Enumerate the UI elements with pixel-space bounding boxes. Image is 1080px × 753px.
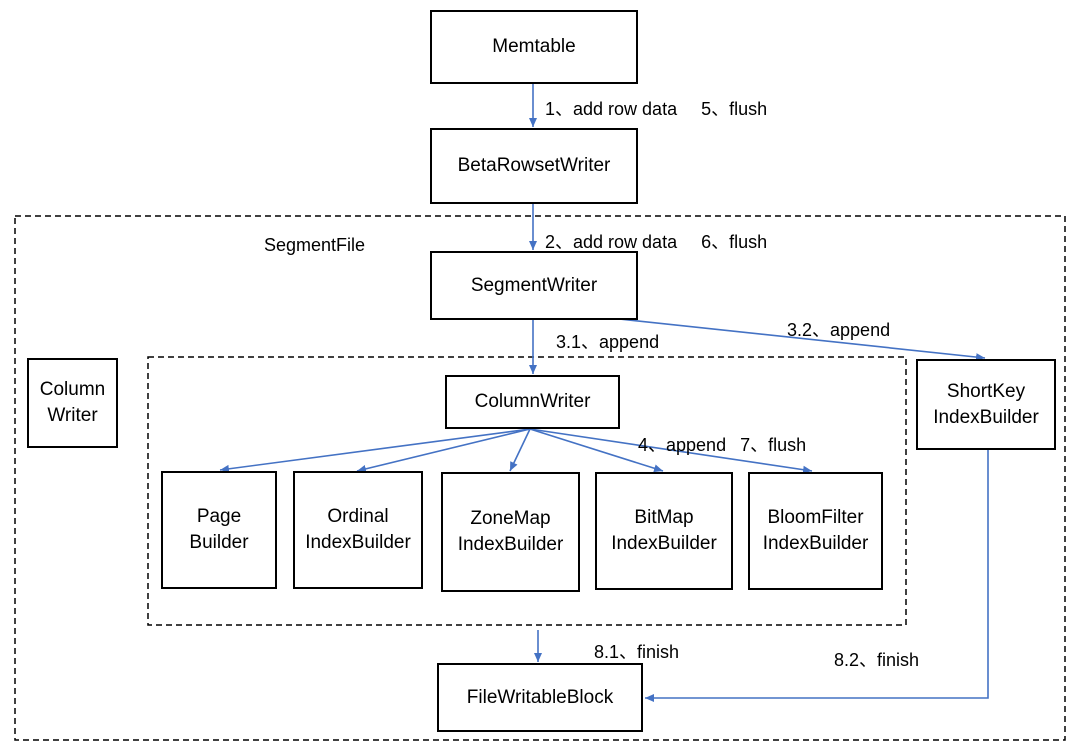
segment-writer-node: SegmentWriter <box>430 251 638 320</box>
arrow-columnwriter-to-zonemap <box>509 428 531 472</box>
step1-label: 1、add row data <box>545 99 678 119</box>
step8-1-label: 8.1、finish <box>594 642 680 662</box>
edge-label-memtable-betarowsetwriter: 1、add row data 5、flush <box>545 95 767 121</box>
bloomfilter-index-builder-node: BloomFilter IndexBuilder <box>748 472 883 590</box>
step8-2-label: 8.2、finish <box>834 650 920 670</box>
zonemap-index-builder-node: ZoneMap IndexBuilder <box>441 472 580 592</box>
step3-1-label: 3.1、append <box>556 332 660 352</box>
page-builder-node: Page Builder <box>161 471 277 589</box>
step3-2-label: 3.2、append <box>787 320 891 340</box>
column-writer-legend-line1: Column <box>39 379 106 400</box>
arrow-columnwriter-to-bloomfilter <box>529 428 813 474</box>
column-writer-boundary <box>147 356 907 626</box>
page-builder-label-line1: Page <box>196 506 242 527</box>
beta-rowset-writer-node: BetaRowsetWriter <box>430 128 638 204</box>
column-writer-node: ColumnWriter <box>445 375 620 429</box>
shortkey-label-line2: IndexBuilder <box>933 406 1039 428</box>
ordinal-label-line2: IndexBuilder <box>305 532 411 553</box>
ordinal-index-builder-node: Ordinal IndexBuilder <box>293 471 423 589</box>
segment-file-boundary <box>14 215 1066 741</box>
column-writer-legend-line2: Writer <box>47 405 98 426</box>
step7-label: 7、flush <box>740 435 807 455</box>
file-writable-block-label: FileWritableBlock <box>466 686 614 708</box>
beta-rowset-writer-label: BetaRowsetWriter <box>457 155 611 176</box>
page-builder-label-line2: Builder <box>189 532 249 553</box>
segment-writer-label: SegmentWriter <box>470 274 598 296</box>
column-writer-label: ColumnWriter <box>474 391 591 412</box>
bloomfilter-label-line1: BloomFilter <box>767 507 864 528</box>
step4-label: 4、append <box>638 435 727 455</box>
step2-label: 2、add row data <box>545 232 678 252</box>
arrow-columnwriter-to-bitmap <box>529 428 664 473</box>
memtable-label: Memtable <box>492 36 576 57</box>
column-writer-legend-node: Column Writer <box>27 358 118 448</box>
ordinal-label-line1: Ordinal <box>327 506 389 527</box>
step5-label: 5、flush <box>701 99 768 119</box>
bloomfilter-label-line2: IndexBuilder <box>762 533 869 554</box>
shortkey-label-line1: ShortKey <box>946 380 1026 402</box>
file-writable-block-node: FileWritableBlock <box>437 663 643 732</box>
arrow-segmentwriter-to-shortkey <box>609 317 986 362</box>
edge-label-betarowsetwriter-segmentwriter: 2、add row data 6、flush <box>545 228 767 254</box>
bitmap-label-line1: BitMap <box>634 507 694 528</box>
bitmap-index-builder-node: BitMap IndexBuilder <box>595 472 733 590</box>
bitmap-label-line2: IndexBuilder <box>611 533 717 554</box>
arrow-columnwriter-to-ordinal <box>356 428 531 473</box>
shortkey-index-builder-node: ShortKey IndexBuilder <box>916 359 1056 450</box>
zonemap-label-line2: IndexBuilder <box>457 534 564 555</box>
zonemap-label-line1: ZoneMap <box>470 508 551 529</box>
step6-label: 6、flush <box>701 232 768 252</box>
segment-file-label: SegmentFile <box>264 235 366 255</box>
memtable-node: Memtable <box>430 10 638 84</box>
arrow-columnwriter-to-page-builder <box>219 428 531 473</box>
edge-label-columnwriter-builders: 4、append 7、flush <box>638 431 806 457</box>
arrow-shortkey-to-filewritableblock <box>645 450 989 702</box>
